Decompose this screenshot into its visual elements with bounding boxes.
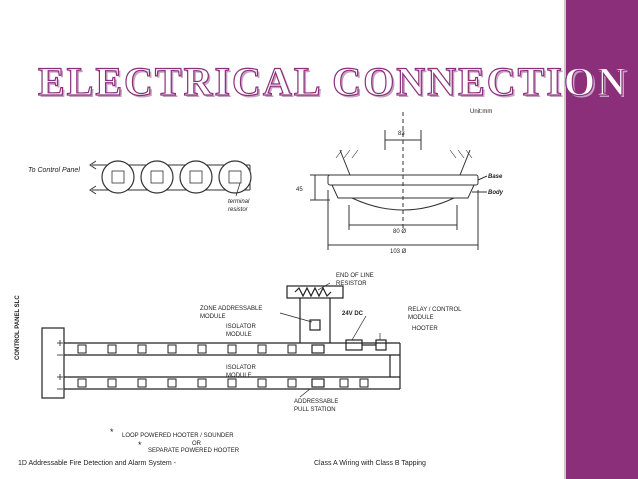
- to-control-panel-label: To Control Panel: [28, 167, 80, 174]
- unit-label: Unit:mm: [470, 109, 493, 115]
- detector-base-4: [218, 160, 252, 194]
- isolator-top-label: ISOLATOR MODULE: [226, 324, 256, 338]
- slide-title: ELECTRICAL CONNECTION: [37, 58, 628, 104]
- note-star-1: *: [110, 427, 114, 437]
- note-or: OR: [192, 441, 201, 447]
- sidebar-divider: [564, 0, 567, 479]
- detector-base-2: [140, 160, 174, 194]
- note-separate-powered: SEPARATE POWERED HOOTER: [148, 448, 240, 454]
- zone-module-label: ZONE ADDRESSABLE MODULE: [200, 306, 263, 320]
- caption-left: 1D Addressable Fire Detection and Alarm …: [18, 460, 176, 467]
- voltage-label: 24V DC: [342, 311, 364, 317]
- system-wiring: [41, 285, 401, 399]
- base-label: Base: [488, 174, 503, 180]
- loop-devices: [77, 344, 369, 388]
- dim-80-label: 80 Ø: [393, 229, 407, 235]
- dim-103-label: 103 Ø: [390, 249, 407, 255]
- note-star-2: *: [138, 440, 142, 450]
- end-of-line-resistor-label: END OF LINE RESISTOR: [336, 273, 374, 287]
- control-panel-label: CONTROL PANEL SLC: [15, 295, 21, 360]
- decorative-sidebar: [566, 0, 638, 479]
- detector-base-3: [179, 160, 213, 194]
- dim-45-label: 45: [296, 187, 303, 193]
- terminal-resistor-label: terminal resistor: [228, 199, 250, 213]
- isolator-bottom-label: ISOLATOR MODULE: [226, 365, 256, 379]
- hooter-label: HOOTER: [412, 326, 438, 332]
- body-label: Body: [488, 190, 503, 196]
- note-loop-powered: LOOP POWERED HOOTER / SOUNDER: [122, 433, 234, 439]
- detector-side-view: [310, 112, 488, 250]
- detector-base-1: [101, 160, 135, 194]
- caption-right: Class A Wiring with Class B Tapping: [314, 460, 426, 467]
- relay-module-label: RELAY / CONTROL MODULE: [408, 307, 462, 321]
- dim-83-label: 83: [398, 131, 405, 137]
- control-panel-box: [41, 327, 65, 399]
- pull-station-label: ADDRESSABLE PULL STATION: [294, 399, 339, 413]
